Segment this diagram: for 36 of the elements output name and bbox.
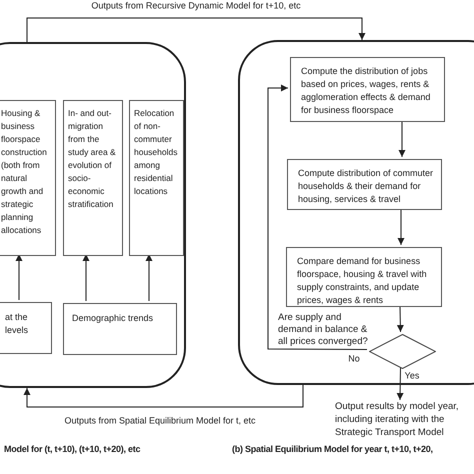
- panel-caption: (b) Spatial Equilibrium Model for year t, t+10, t+20,: [232, 444, 433, 454]
- node-text: Compute the distribution of jobs based on prices, wages, rents & agglomeration effects & demand for business floorspace: [301, 65, 432, 117]
- process-box: [0, 100, 56, 256]
- node-text: Compute distribution of commuter households & their demand for housing, services & travel: [298, 167, 434, 206]
- edge-label: Outputs from Spatial Equilibrium Model for t, etc: [62, 416, 258, 426]
- arrow: [16, 254, 22, 300]
- arrow: [82, 254, 90, 302]
- node-text: In- and out- migration from the study area & evolution of socio-economic stratification: [68, 107, 117, 211]
- arrow: [398, 208, 404, 246]
- process-box: [287, 159, 442, 210]
- rounded-panel-frame: [0, 42, 186, 388]
- panel-caption: Model for (t, t+10), (t+10, t+20), etc: [4, 444, 140, 454]
- arrow: [24, 384, 304, 408]
- process-box: [290, 57, 445, 122]
- process-box: [129, 100, 184, 256]
- edge-label: Outputs from Recursive Dynamic Model for t+10, etc: [89, 0, 303, 12]
- process-box: [286, 247, 442, 307]
- arrow: [398, 120, 406, 158]
- process-box: [63, 303, 177, 355]
- arrow: [268, 84, 368, 350]
- process-box: [63, 100, 123, 256]
- process-box: [0, 302, 52, 354]
- rounded-panel-frame: [238, 40, 474, 385]
- output-text: Output results by model year, including iterating with the Strategic Transport Model: [335, 400, 460, 439]
- decision-question: Are supply and demand in balance & all prices converged?: [278, 312, 369, 348]
- node-text: Housing & business floorspace construction (both from natural growth and strategic planning allocations: [1, 107, 48, 237]
- arrow: [396, 304, 404, 332]
- node-text: Relocation of non-commuter households among residential locations: [134, 107, 178, 198]
- node-text: at the levels: [5, 311, 30, 337]
- arrow: [396, 366, 404, 400]
- arrow: [26, 18, 366, 42]
- node-text: Demographic trends: [72, 312, 154, 325]
- edge-label: Yes: [402, 370, 422, 382]
- arrow: [146, 254, 152, 302]
- node-text: Compare demand for business floorspace, housing & travel with supply constraints, and update prices, wages & rents: [297, 255, 428, 307]
- edge-label: No: [346, 354, 362, 364]
